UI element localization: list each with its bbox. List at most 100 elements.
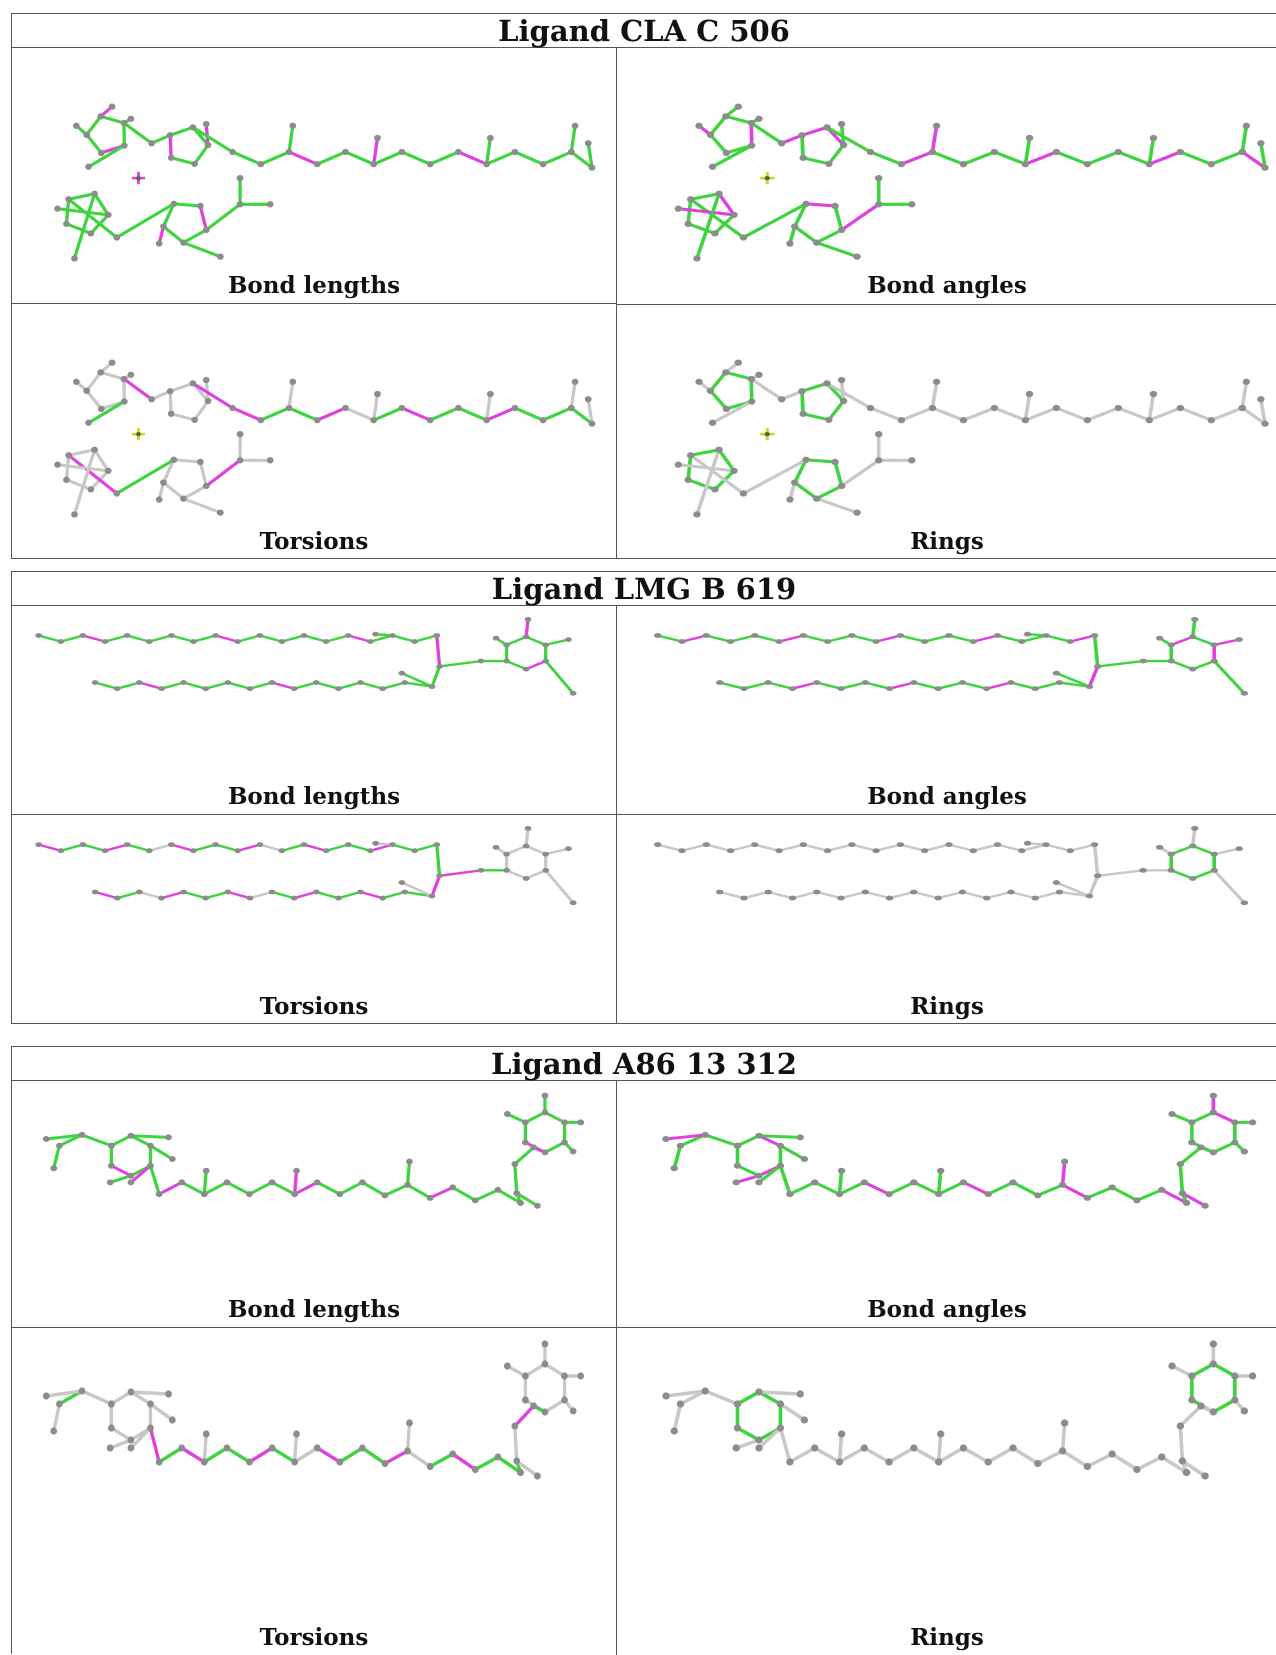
- atom: [693, 511, 700, 517]
- atom: [267, 201, 274, 207]
- cell-label: Torsions: [12, 1624, 616, 1651]
- atom: [1146, 417, 1153, 423]
- atom: [147, 1143, 154, 1149]
- atom: [825, 417, 832, 423]
- atom: [113, 490, 120, 496]
- atom: [1133, 1197, 1140, 1203]
- atom: [671, 1165, 678, 1171]
- cell-label: Rings: [617, 993, 1276, 1020]
- atom: [748, 120, 755, 126]
- atom: [313, 890, 320, 895]
- atom: [1146, 161, 1153, 167]
- atom: [898, 417, 905, 423]
- atom: [1034, 1460, 1041, 1467]
- atom: [1168, 1362, 1175, 1369]
- atom: [291, 1458, 298, 1465]
- cell-bond-lengths: Bond lengths: [12, 606, 616, 814]
- atom: [684, 221, 691, 227]
- atom: [1183, 1200, 1190, 1206]
- atom: [838, 121, 845, 127]
- atom: [212, 633, 219, 638]
- atom: [1188, 1139, 1195, 1145]
- atom: [168, 633, 175, 638]
- atom: [1168, 868, 1175, 873]
- atom: [342, 149, 349, 155]
- divider: [12, 1327, 1276, 1328]
- atom: [1031, 896, 1038, 901]
- bond: [743, 221, 774, 238]
- cell-label: Bond lengths: [12, 272, 616, 299]
- atom: [1188, 1119, 1195, 1125]
- atom: [1115, 405, 1122, 411]
- atom: [156, 496, 163, 502]
- atom: [525, 826, 532, 831]
- bond: [559, 677, 573, 693]
- atom: [286, 405, 293, 411]
- atom: [92, 680, 99, 685]
- atom: [1168, 643, 1175, 648]
- atom: [382, 1192, 389, 1198]
- atom: [483, 417, 490, 423]
- atom: [79, 1387, 86, 1394]
- atom: [735, 359, 742, 365]
- atom: [813, 680, 820, 685]
- atom: [910, 890, 917, 895]
- atom: [837, 686, 844, 691]
- atom: [35, 842, 42, 847]
- atom: [224, 1179, 231, 1185]
- atom: [898, 161, 905, 167]
- atom: [1261, 165, 1268, 171]
- atom: [279, 639, 286, 644]
- atom: [875, 201, 882, 207]
- atom: [87, 230, 94, 236]
- atom: [97, 113, 104, 119]
- atom: [504, 1362, 511, 1369]
- atom: [124, 842, 131, 847]
- molecule-diagram: [617, 1328, 1276, 1655]
- atom: [336, 1191, 343, 1197]
- atom: [1094, 664, 1101, 669]
- cell-bond-lengths: Bond lengths: [12, 48, 616, 303]
- atom: [570, 1407, 577, 1414]
- atom: [1188, 1396, 1195, 1403]
- atom: [802, 201, 809, 207]
- molecule-diagram: [617, 1081, 1276, 1327]
- ligand-panel-3: Ligand A86 13 312 Bond lengths Bond angl…: [11, 1046, 1276, 1654]
- atom: [148, 396, 155, 402]
- atom: [825, 161, 832, 167]
- atom: [234, 639, 241, 644]
- atom: [723, 406, 730, 412]
- cell-label: Bond angles: [617, 783, 1276, 810]
- atom: [740, 896, 747, 901]
- atom: [840, 142, 847, 148]
- atom: [1210, 643, 1217, 648]
- atom: [455, 149, 462, 155]
- atom: [848, 633, 855, 638]
- atom: [1241, 1407, 1248, 1414]
- atom: [654, 633, 661, 638]
- atom: [797, 1390, 804, 1397]
- bond: [74, 482, 84, 514]
- atom: [813, 890, 820, 895]
- atom: [727, 639, 734, 644]
- atom: [960, 1179, 967, 1185]
- atom: [885, 1191, 892, 1197]
- atom: [777, 1163, 784, 1169]
- atom: [875, 457, 882, 463]
- atom: [128, 1173, 135, 1179]
- atom: [540, 161, 547, 167]
- atom: [1241, 1149, 1248, 1155]
- atom: [455, 405, 462, 411]
- atom: [170, 201, 177, 207]
- atom: [1189, 634, 1196, 639]
- atom: [203, 1430, 210, 1437]
- bond: [546, 661, 560, 677]
- atom: [224, 1444, 231, 1451]
- atom: [478, 868, 485, 873]
- atom: [147, 1400, 154, 1407]
- atom: [257, 417, 264, 423]
- atom: [585, 396, 592, 402]
- atom: [540, 417, 547, 423]
- atom: [1031, 686, 1038, 691]
- atom: [542, 1093, 549, 1099]
